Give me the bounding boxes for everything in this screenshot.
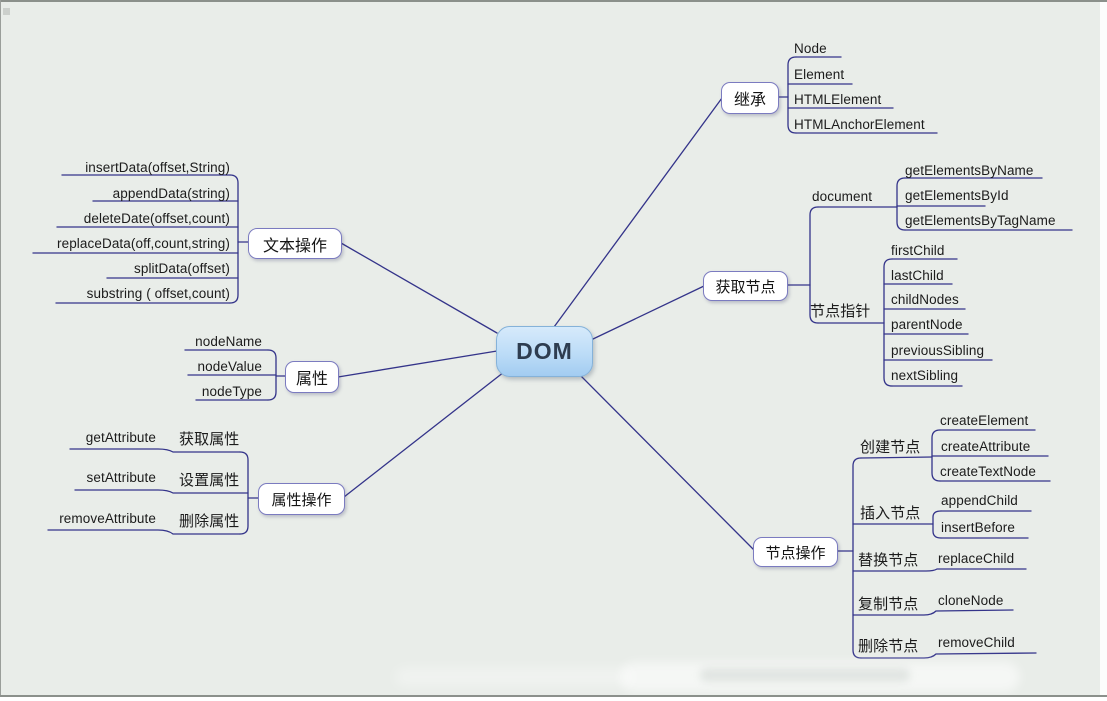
leaf-createattribute[interactable]: createAttribute [941,439,1031,454]
leaf-removechild[interactable]: removeChild [938,635,1015,650]
branch-attrs-lines [184,349,286,401]
leaf-childnodes[interactable]: childNodes [891,292,959,307]
node-get-nodes[interactable]: 获取节点 [703,271,788,301]
node-text-ops[interactable]: 文本操作 [248,228,342,259]
leaf-deletedate[interactable]: deleteDate(offset,count) [83,211,230,226]
branch-inherit-lines [776,56,938,134]
leaf-node[interactable]: Node [794,41,827,56]
frame-bottom-strip [0,697,1107,701]
leaf-replacechild[interactable]: replaceChild [938,551,1015,566]
sub-node-remove[interactable]: 删除节点 [858,638,919,655]
branch-text-ops-lines [32,174,249,304]
node-attr-ops[interactable]: 属性操作 [258,483,345,515]
sub-node-document[interactable]: document [812,189,873,204]
sub-node-get-attr[interactable]: 获取属性 [179,431,240,448]
node-node-ops[interactable]: 节点操作 [753,537,838,567]
leaf-getelementsbyname[interactable]: getElementsByName [905,163,1034,178]
node-inherit[interactable]: 继承 [721,82,779,114]
sub-node-insert[interactable]: 插入节点 [860,505,921,522]
sub-node-pointer[interactable]: 节点指针 [810,303,871,320]
leaf-removeattribute[interactable]: removeAttribute [59,511,156,526]
corner-artifact [3,8,10,15]
sub-node-replace[interactable]: 替换节点 [858,552,919,569]
leaf-getelementsbytagname[interactable]: getElementsByTagName [905,213,1056,228]
frame-left [0,0,1,697]
leaf-previoussibling[interactable]: previousSibling [891,343,985,358]
leaf-createelement[interactable]: createElement [940,413,1029,428]
frame-bottom-line [0,695,1107,697]
leaf-insertbefore[interactable]: insertBefore [941,520,1015,535]
leaf-getelementsbyid[interactable]: getElementsById [905,188,1009,203]
sub-node-set-attr[interactable]: 设置属性 [179,472,240,489]
sub-node-create[interactable]: 创建节点 [860,439,921,456]
leaf-nodevalue[interactable]: nodeValue [197,359,262,374]
branch-node-ops-lines [835,429,1051,659]
leaf-getattribute[interactable]: getAttribute [85,430,156,445]
leaf-htmlanchorelement[interactable]: HTMLAnchorElement [794,117,925,132]
leaf-nodetype[interactable]: nodeType [201,384,262,399]
leaf-clonenode[interactable]: cloneNode [938,593,1004,608]
leaf-firstchild[interactable]: firstChild [891,243,945,258]
frame-right [1100,2,1107,697]
leaf-lastchild[interactable]: lastChild [891,268,944,283]
leaf-replacedata[interactable]: replaceData(off,count,string) [57,236,230,251]
leaf-nextsibling[interactable]: nextSibling [891,368,959,383]
leaf-htmlelement[interactable]: HTMLElement [794,92,882,107]
root-node-dom[interactable]: DOM [496,326,593,377]
branch-attr-ops-lines [47,448,259,535]
leaf-appendchild[interactable]: appendChild [941,493,1018,508]
leaf-createtextnode[interactable]: createTextNode [940,464,1036,479]
node-attrs[interactable]: 属性 [285,361,339,393]
leaf-insertdata[interactable]: insertData(offset,String) [85,160,230,175]
leaf-nodename[interactable]: nodeName [195,334,262,349]
leaf-appenddata[interactable]: appendData(string) [112,186,230,201]
leaf-parentnode[interactable]: parentNode [891,317,963,332]
leaf-element[interactable]: Element [794,67,845,82]
branch-get-nodes-lines [785,177,1073,387]
sub-node-clone[interactable]: 复制节点 [858,596,919,613]
leaf-substring[interactable]: substring ( offset,count) [86,286,230,301]
leaf-setattribute[interactable]: setAttribute [86,470,156,485]
sub-node-del-attr[interactable]: 删除属性 [179,513,240,530]
root-spokes [337,97,755,551]
frame-top [0,0,1107,2]
leaf-splitdata[interactable]: splitData(offset) [134,261,230,276]
